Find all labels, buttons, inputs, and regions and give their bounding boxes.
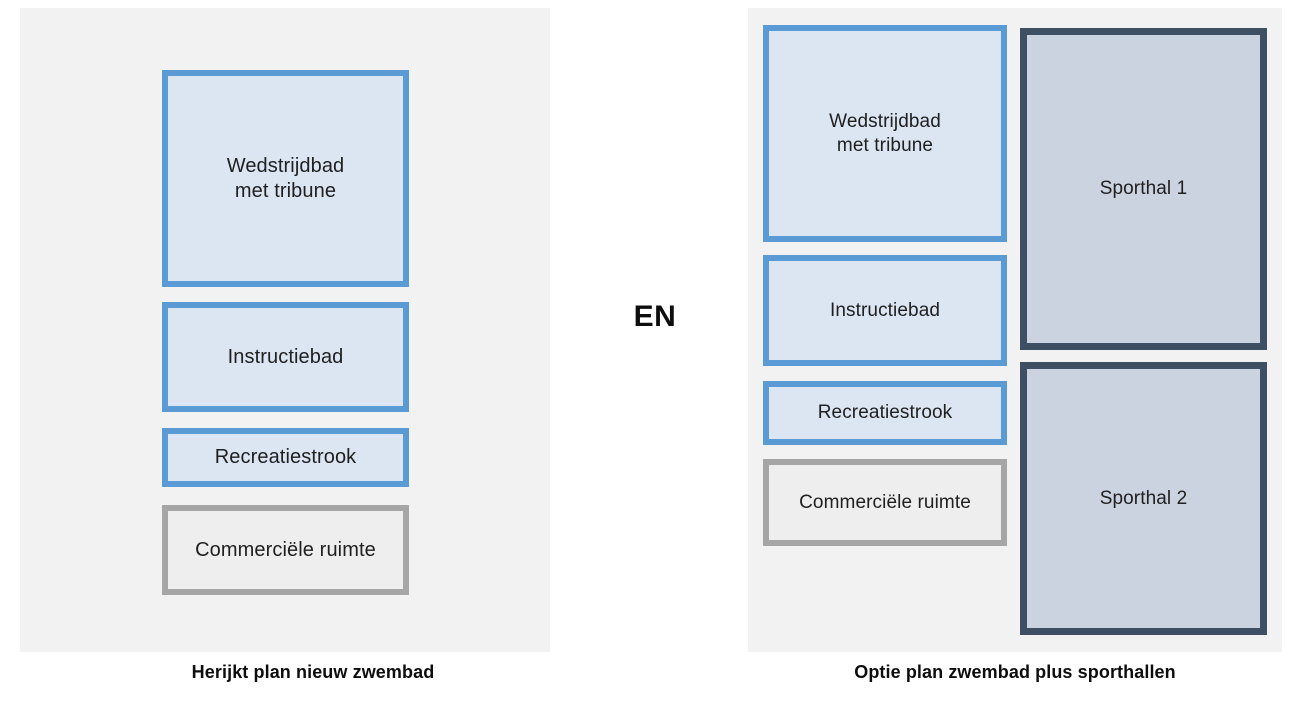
left-plan-caption: Herijkt plan nieuw zwembad xyxy=(191,662,435,682)
right-plan-panel: Wedstrijdbad met tribune Instructiebad R… xyxy=(748,8,1282,652)
left-box-wedstrijdbad-met-tribune: Wedstrijdbad met tribune xyxy=(162,70,409,287)
left-box-recreatiestrook: Recreatiestrook xyxy=(162,428,409,487)
right-box-sporthal-1: Sporthal 1 xyxy=(1020,28,1267,350)
right-box-commerciele-ruimte: Commerciële ruimte xyxy=(763,459,1007,546)
right-box-instructiebad: Instructiebad xyxy=(763,255,1007,366)
right-box-sporthal-2: Sporthal 2 xyxy=(1020,362,1267,635)
left-plan-panel: Wedstrijdbad met tribune Instructiebad R… xyxy=(20,8,550,652)
right-plan-caption: Optie plan zwembad plus sporthallen xyxy=(854,662,1176,682)
right-box-wedstrijdbad-met-tribune: Wedstrijdbad met tribune xyxy=(763,25,1007,242)
right-box-recreatiestrook: Recreatiestrook xyxy=(763,381,1007,445)
left-box-instructiebad: Instructiebad xyxy=(162,302,409,412)
connector-label-en: EN xyxy=(633,300,677,333)
left-box-commerciele-ruimte: Commerciële ruimte xyxy=(162,505,409,595)
